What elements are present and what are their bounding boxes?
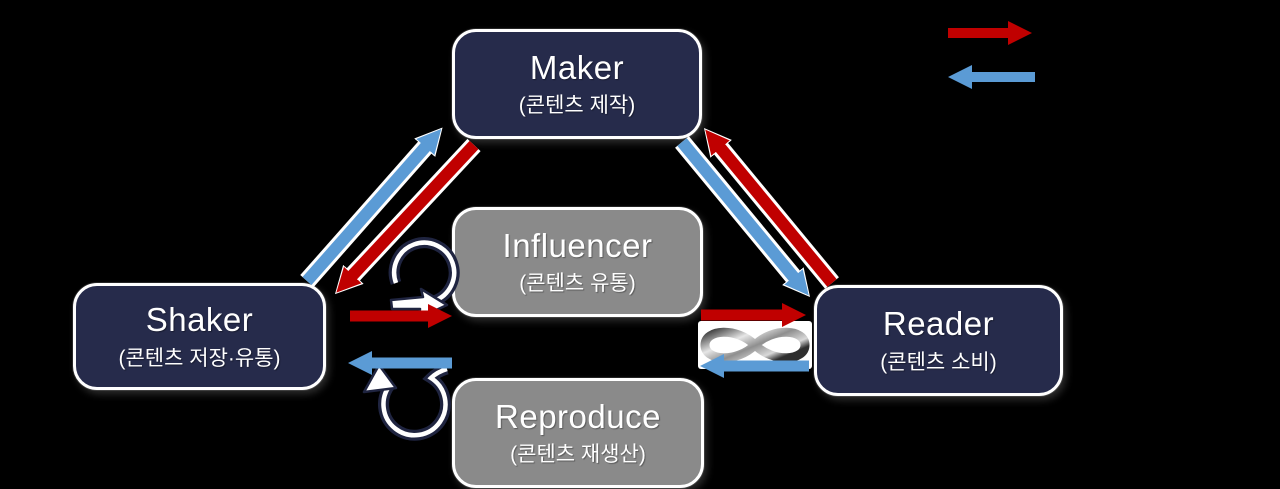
- node-reader-subtitle: (콘텐츠 소비): [880, 350, 997, 374]
- loop-arrow-reproduce-icon: [362, 363, 451, 441]
- node-influencer-title: Influencer: [502, 226, 653, 264]
- node-reader: Reader (콘텐츠 소비): [814, 285, 1063, 396]
- arrow-maker-to-reader: [675, 136, 811, 297]
- node-shaker-title: Shaker: [145, 301, 254, 339]
- arrow-reader-to-maker: [703, 128, 839, 289]
- loop-arrow-influencer-icon: [388, 237, 460, 320]
- node-reader-title: Reader: [882, 305, 995, 343]
- arrow-maker-to-shaker: [334, 138, 481, 295]
- node-shaker-subtitle: (콘텐츠 저장·유통): [118, 346, 281, 370]
- arrow-shaker-to-maker: [300, 127, 443, 287]
- node-maker-subtitle: (콘텐츠 제작): [518, 94, 636, 118]
- node-reproduce: Reproduce (콘텐츠 재생산): [452, 378, 704, 488]
- node-maker: Maker (콘텐츠 제작): [452, 29, 702, 139]
- node-maker-title: Maker: [529, 48, 625, 86]
- node-influencer: Influencer (콘텐츠 유통): [452, 207, 703, 317]
- node-reproduce-subtitle: (콘텐츠 재생산): [510, 443, 646, 467]
- node-reproduce-title: Reproduce: [495, 397, 661, 435]
- infinity-icon: [698, 321, 812, 369]
- node-shaker: Shaker (콘텐츠 저장·유통): [73, 283, 326, 390]
- node-influencer-subtitle: (콘텐츠 유통): [519, 272, 636, 296]
